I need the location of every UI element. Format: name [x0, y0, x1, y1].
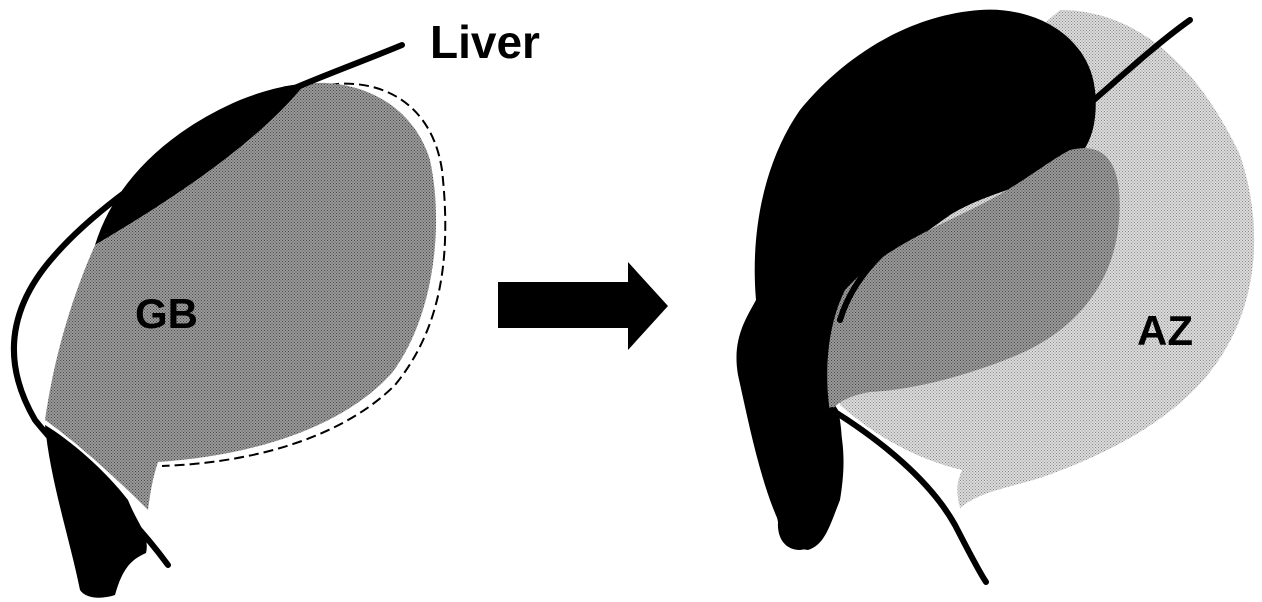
az-label: AZ	[1137, 307, 1193, 354]
gallbladder-shape	[45, 83, 436, 510]
gb-label: GB	[135, 290, 198, 337]
right-panel: AZ	[736, 10, 1254, 582]
left-panel: GB	[14, 45, 445, 598]
transition-arrow	[498, 262, 668, 350]
liver-label: Liver	[430, 16, 540, 68]
